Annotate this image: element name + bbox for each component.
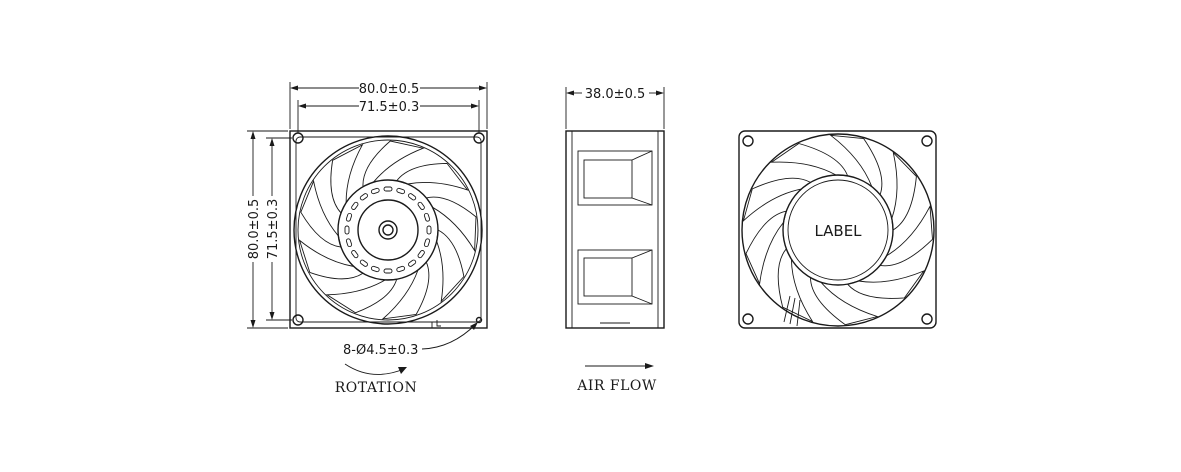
hub-slot	[396, 187, 406, 195]
rotation-caption: ROTATION	[335, 380, 418, 396]
dim-height-holes-label: 71.5±0.3	[266, 199, 281, 260]
impeller-blade	[425, 196, 477, 253]
side-window-upper	[577, 150, 653, 206]
dim-depth: 38.0±0.5	[565, 87, 665, 129]
back-impeller-blades	[742, 134, 933, 326]
hub-slot	[351, 201, 359, 210]
dim-holes-label: 8-Ø4.5±0.3	[343, 343, 418, 358]
front-wire-exit	[431, 320, 441, 328]
impeller-blade	[745, 210, 787, 286]
hub-slot	[423, 212, 431, 222]
back-frame-outer	[738, 130, 937, 329]
back-venturi-outer	[741, 133, 935, 327]
impeller-blade	[879, 204, 933, 267]
back-hub	[782, 174, 894, 286]
side-window-lower	[577, 249, 653, 305]
hub-slot	[417, 250, 425, 259]
impeller-blade	[300, 179, 342, 248]
impeller-blade	[769, 143, 849, 177]
front-frame-outer	[289, 130, 488, 329]
hub-slot	[396, 265, 406, 273]
impeller-blade	[742, 177, 812, 223]
mounting-hole	[742, 313, 754, 325]
rotation-arrow	[344, 363, 405, 375]
front-hub-outer	[337, 179, 439, 281]
back-label-area	[787, 179, 889, 281]
hub-slot	[383, 268, 393, 274]
hub-slot	[408, 193, 417, 201]
hub-slot	[345, 212, 353, 222]
hub-slot	[359, 259, 368, 267]
hub-slot	[370, 265, 380, 273]
dim-height-holes: 71.5±0.3	[266, 137, 292, 321]
dim-width-holes-label: 71.5±0.3	[359, 100, 420, 115]
dim-holes: 8-Ø4.5±0.3	[343, 322, 478, 358]
airflow-indicator: AIR FLOW	[576, 363, 657, 394]
back-mounting-holes	[742, 135, 933, 325]
dim-height-outer: 80.0±0.5	[247, 130, 288, 329]
hub-slot	[370, 187, 380, 195]
front-frame-inner	[295, 136, 482, 323]
hub-slot	[417, 201, 425, 210]
impeller-blade	[298, 239, 364, 280]
hub-slot	[345, 238, 353, 248]
front-venturi-outer	[293, 135, 483, 325]
dim-width-outer-label: 80.0±0.5	[359, 82, 420, 97]
front-shaft	[382, 224, 394, 236]
impeller-blade	[330, 143, 364, 214]
back-wire-exit	[783, 295, 801, 327]
mounting-hole	[475, 316, 483, 324]
mounting-hole	[921, 135, 933, 147]
dim-width-holes: 71.5±0.3	[297, 100, 480, 133]
hub-slot	[351, 250, 359, 259]
front-hub-inner	[357, 199, 419, 261]
impeller-blade	[810, 276, 879, 326]
hub-slot	[423, 238, 431, 248]
dim-depth-label: 38.0±0.5	[585, 87, 646, 102]
mounting-hole	[473, 132, 485, 144]
impeller-blade	[325, 278, 398, 314]
dim-width-outer: 80.0±0.5	[289, 82, 488, 129]
hub-slot	[426, 225, 432, 235]
impeller-blade	[381, 261, 430, 320]
impeller-blade	[395, 162, 469, 191]
side-body	[565, 130, 665, 329]
impeller-blade	[829, 134, 883, 196]
hub-slot	[408, 259, 417, 267]
hub-slot	[383, 186, 393, 192]
side-view: 38.0±0.5 AIR FLOW	[565, 87, 665, 394]
front-impeller-blades	[298, 140, 477, 320]
front-shaft-ring	[378, 220, 398, 240]
impeller-blade	[777, 247, 814, 323]
impeller-blade	[846, 269, 925, 299]
mounting-hole	[742, 135, 754, 147]
front-view: 80.0±0.5 71.5±0.3 80.0±0.5	[247, 82, 488, 396]
hub-slot	[359, 193, 368, 201]
back-view: LABEL	[738, 130, 937, 329]
front-venturi-inner	[297, 139, 479, 321]
front-hub-slots	[344, 186, 432, 274]
back-label-text: LABEL	[814, 222, 862, 240]
rotation-indicator: ROTATION	[335, 363, 418, 396]
mounting-hole	[292, 314, 304, 326]
mounting-hole	[921, 313, 933, 325]
impeller-blade	[891, 151, 917, 231]
airflow-caption: AIR FLOW	[576, 378, 657, 394]
mounting-hole	[292, 132, 304, 144]
hub-slot	[344, 225, 350, 235]
impeller-blade	[362, 140, 425, 188]
impeller-blade	[436, 229, 465, 303]
dim-height-outer-label: 80.0±0.5	[247, 199, 262, 260]
